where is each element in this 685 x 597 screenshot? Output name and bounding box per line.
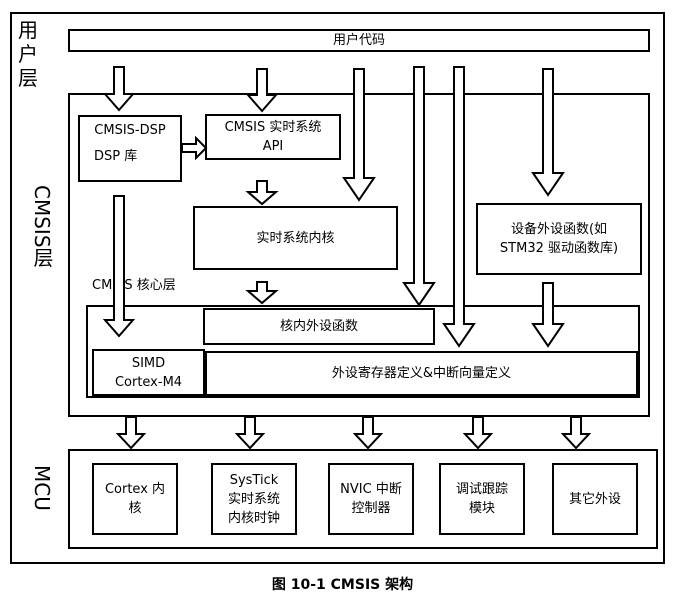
cmsis-dsp-title: CMSIS-DSP — [94, 123, 166, 138]
simd-cortex-m4-box: SIMD Cortex-M4 — [92, 349, 205, 396]
arrow-user-to-rtos-api — [245, 68, 279, 113]
arrow-cmsis-to-mcu-4 — [462, 416, 494, 450]
systick-box: SysTick 实时系统 内核时钟 — [211, 463, 297, 535]
arrow-user-to-device-periph — [531, 68, 565, 197]
mcu-layer-label: MCU — [30, 465, 54, 511]
arrow-cmsis-to-mcu-3 — [352, 416, 384, 450]
arrow-dsp-to-rtos-api — [181, 135, 208, 161]
figure-caption: 图 10-1 CMSIS 架构 — [271, 577, 414, 593]
arrow-user-to-dsp — [102, 66, 136, 112]
cortex-core-box: Cortex 内 核 — [92, 463, 178, 535]
arrow-kernel-to-core-periph — [245, 281, 279, 305]
rtos-kernel-box: 实时系统内核 — [193, 206, 398, 270]
nvic-controller-box: NVIC 中断 控制器 — [328, 463, 414, 535]
cmsis-layer-label: CMSIS层 — [30, 185, 54, 268]
arrow-cmsis-to-mcu-5 — [560, 416, 592, 450]
dsp-lib-label: DSP 库 — [94, 149, 138, 164]
debug-trace-module-box: 调试跟踪 模块 — [439, 463, 525, 535]
arrow-rtos-api-to-kernel — [245, 180, 279, 206]
core-peripheral-functions-box: 核内外设函数 — [203, 308, 435, 345]
user-code-box: 用户代码 — [68, 29, 650, 52]
arrow-device-periph-to-regs — [531, 282, 565, 348]
device-peripheral-functions-box: 设备外设函数(如 STM32 驱动函数库) — [476, 203, 642, 275]
user-layer-label: 用户层 — [18, 18, 38, 90]
cmsis-rtos-api-box: CMSIS 实时系统 API — [205, 114, 341, 160]
arrow-cmsis-to-mcu-1 — [115, 416, 147, 450]
other-peripherals-box: 其它外设 — [552, 463, 638, 535]
arrow-dsp-to-simd — [102, 195, 136, 338]
arrow-user-to-rtos-kernel — [342, 68, 376, 202]
arrow-cmsis-to-mcu-2 — [234, 416, 266, 450]
peripheral-register-definitions-box: 外设寄存器定义&中断向量定义 — [205, 351, 638, 396]
arrow-user-to-core-periph — [402, 66, 436, 307]
arrow-user-to-periph-regs — [442, 66, 476, 348]
cmsis-dsp-box: CMSIS-DSP DSP 库 — [78, 115, 182, 182]
